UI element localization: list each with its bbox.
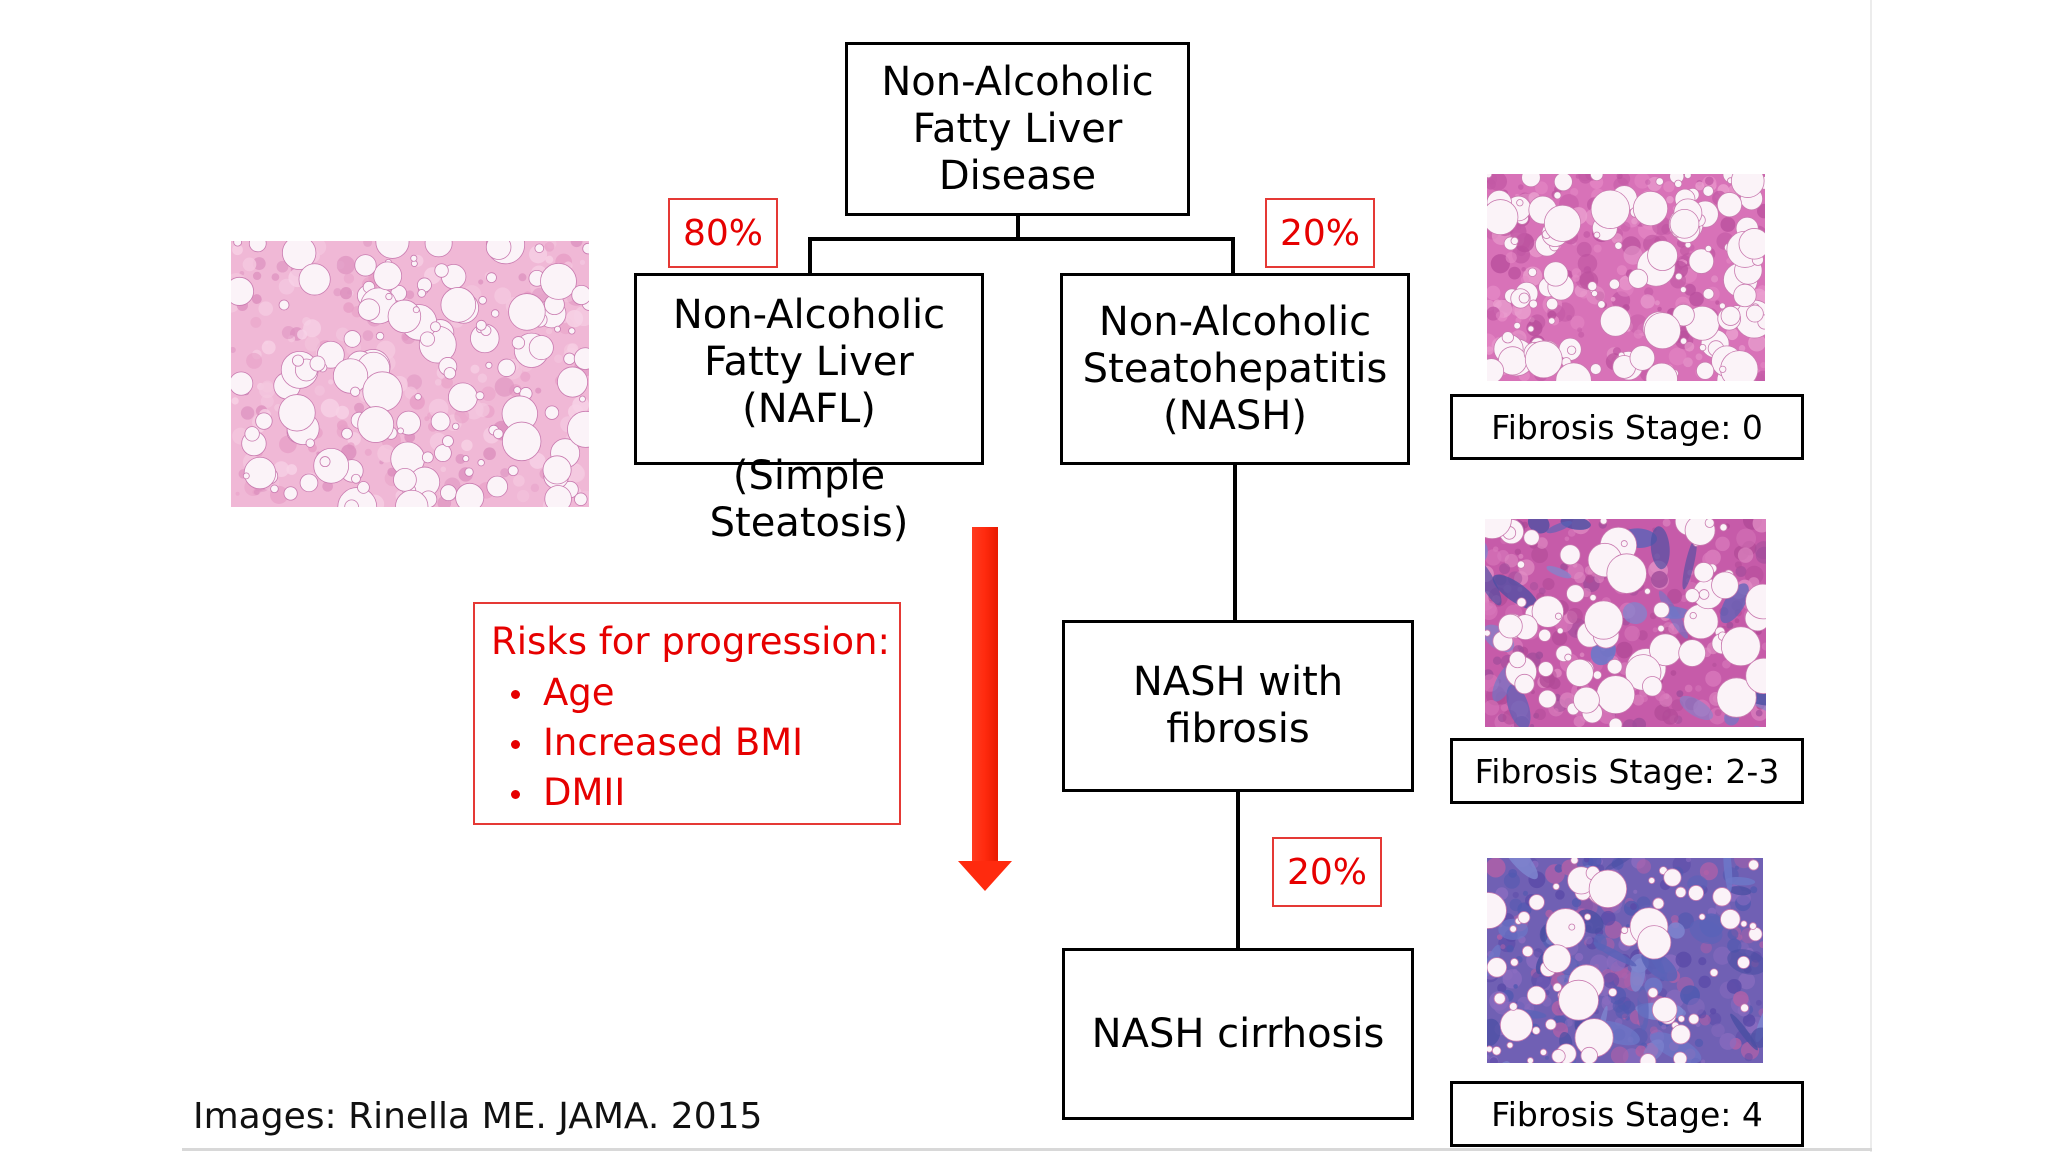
risk-list: Age Increased BMI DMII [491,668,899,818]
risk-item-age: Age [491,668,899,718]
pct-nash: 20% [1265,198,1375,268]
nash-line2: Steatohepatitis [1082,345,1388,392]
nafl-line3: (Simple Steatosis) [709,453,909,546]
nash-cirrhosis-box: NASH cirrhosis [1062,948,1414,1120]
nafl-line1: Non-Alcoholic [672,292,946,338]
nafl-box: Non-Alcoholic Fatty Liver (NAFL) (Simple… [634,273,984,546]
fibrosis-stage-4-label: Fibrosis Stage: 4 [1450,1081,1804,1147]
histology-image-stage4 [1487,858,1763,1063]
pct-nafl: 80% [668,198,778,268]
nash-fibrosis-box: NASH with fibrosis [1062,620,1414,792]
nash-line3: (NASH) [1163,392,1307,439]
risk-item-dmii: DMII [491,768,899,818]
nash-line1: Non-Alcoholic [1098,298,1372,345]
nash-cirrhosis-label: NASH cirrhosis [1091,1010,1385,1057]
connector-fibrosis-to-cirrhosis [1236,790,1240,950]
root-box-nafld: Non-Alcoholic Fatty Liver Disease [845,42,1190,216]
risk-title: Risks for progression: [491,620,890,663]
connector-to-nash [1231,237,1235,275]
progression-arrow [958,527,1012,891]
image-credit-caption: Images: Rinella ME. JAMA. 2015 [193,1096,763,1137]
connector-branch [808,237,1235,241]
nash-box: Non-Alcoholic Steatohepatitis (NASH) [1060,273,1410,465]
histology-image-stage0 [1487,174,1765,381]
fibrosis-stage-23-label: Fibrosis Stage: 2-3 [1450,738,1804,804]
histology-image-nafl [231,241,589,507]
risk-box: Risks for progression: Age Increased BMI… [473,602,901,825]
nafl-line2: Fatty Liver (NAFL) [704,339,914,432]
connector-nash-to-fibrosis [1233,463,1237,623]
fibrosis-stage-0-label: Fibrosis Stage: 0 [1450,394,1804,460]
connector-to-nafl [808,237,812,275]
bottom-rule [182,1148,1872,1151]
risk-item-bmi: Increased BMI [491,718,899,768]
root-line2: Fatty Liver Disease [912,105,1123,199]
histology-image-stage23 [1485,519,1766,727]
nash-fibrosis-label: NASH with fibrosis [1132,659,1344,752]
root-line1: Non-Alcoholic [881,58,1154,105]
connector-root-down [1016,214,1020,240]
pct-cirrhosis: 20% [1272,837,1382,907]
